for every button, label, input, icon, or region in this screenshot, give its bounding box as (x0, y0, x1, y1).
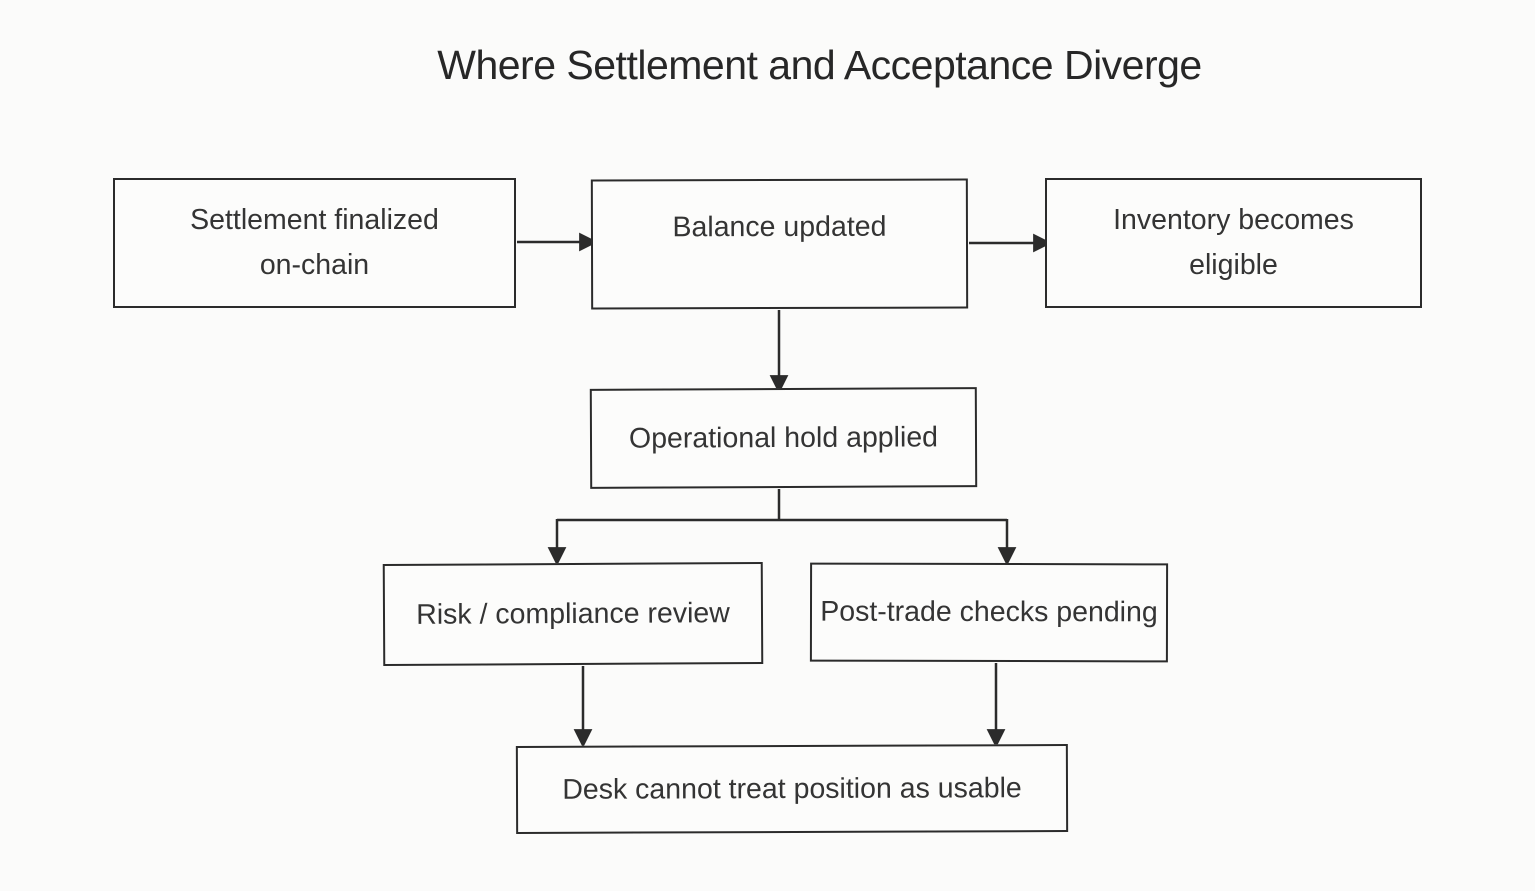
node-settlement-finalized-on-chain: Settlement finalized on-chain (113, 178, 516, 308)
node-label: Inventory becomes eligible (1113, 204, 1354, 281)
diagram-title: Where Settlement and Acceptance Diverge (437, 42, 1202, 88)
node-post-trade-checks-pending: Post-trade checks pending (809, 562, 1169, 663)
node-label: Operational hold applied (628, 420, 939, 455)
node-balance-updated: Balance updated (590, 178, 969, 310)
node-label: Desk cannot treat position as usable (562, 771, 1022, 806)
node-desk-cannot-treat-position-usable: Desk cannot treat position as usable (515, 744, 1069, 834)
node-label: Balance updated (672, 210, 887, 244)
node-label: Settlement finalized on-chain (190, 204, 439, 281)
node-operational-hold-applied: Operational hold applied (589, 387, 978, 489)
node-label: Risk / compliance review (416, 596, 730, 631)
node-inventory-becomes-eligible: Inventory becomes eligible (1045, 178, 1422, 308)
node-risk-compliance-review: Risk / compliance review (382, 562, 764, 666)
node-label: Post-trade checks pending (820, 595, 1158, 629)
